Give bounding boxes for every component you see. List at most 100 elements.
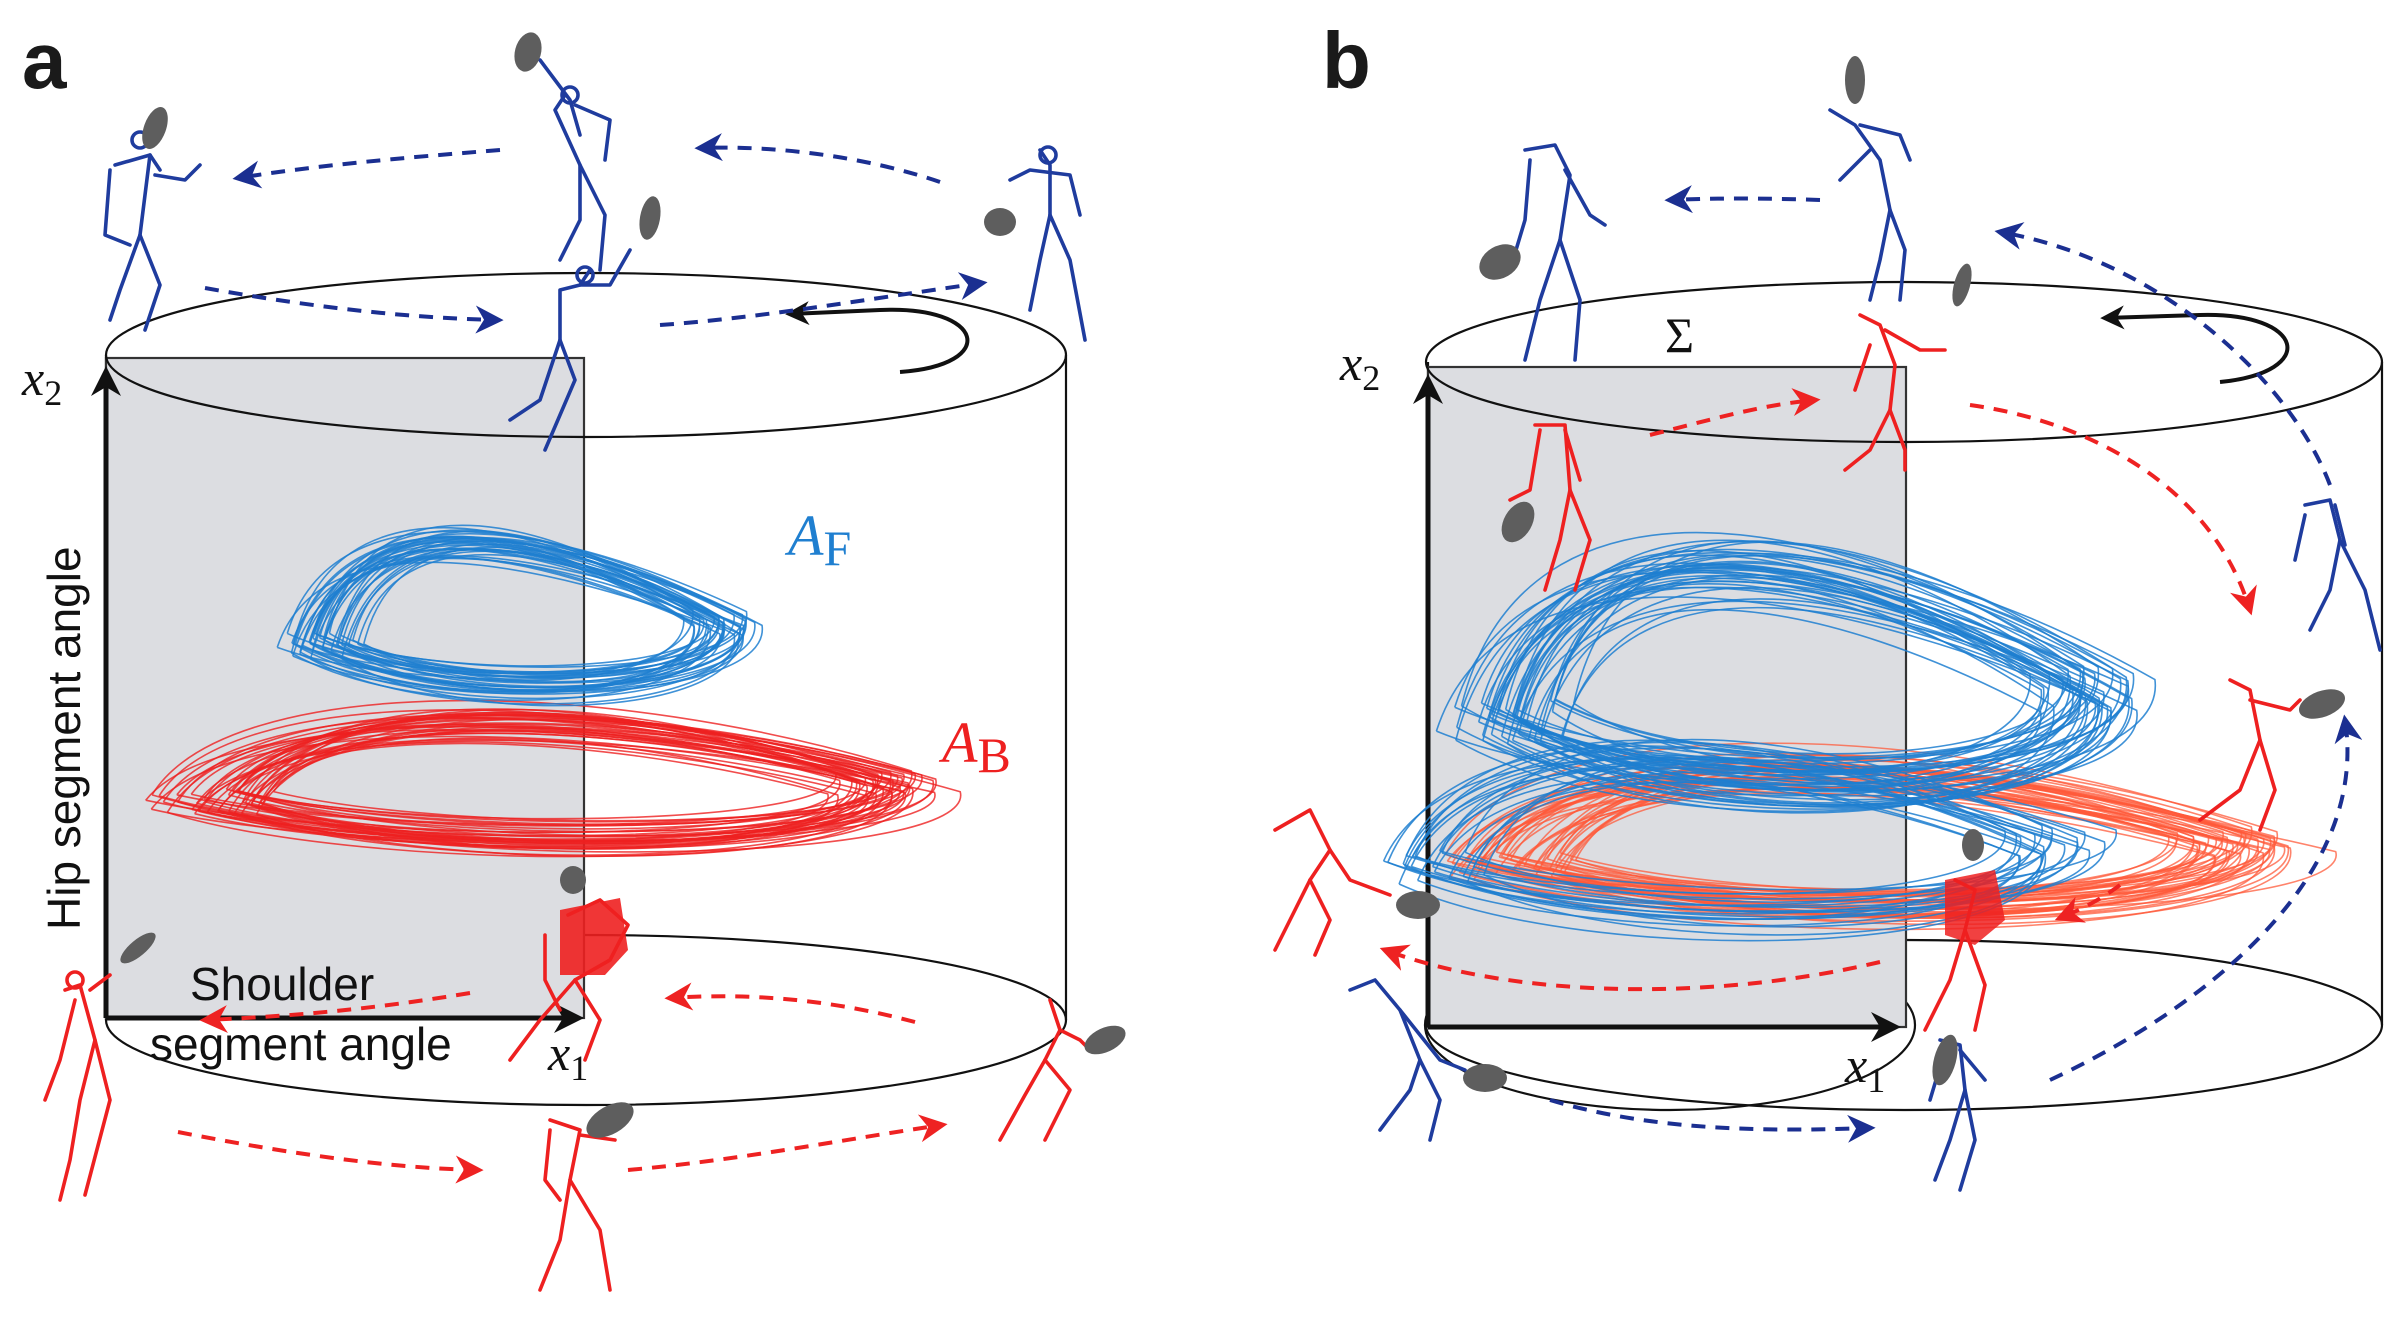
forehand-trajectory xyxy=(1491,586,2105,774)
racket-icon xyxy=(1932,1034,1958,1086)
transition-arrow xyxy=(2049,714,2363,1082)
backhand-trajectory xyxy=(272,726,899,822)
racket-icon xyxy=(514,32,542,72)
panel-b: b x2 x1 Σ xyxy=(1273,16,2384,1192)
forehand-trajectory xyxy=(1405,754,2086,900)
forehand-trajectory xyxy=(294,535,746,688)
stick-figure-player-icon xyxy=(1508,423,1592,592)
forehand-trajectory xyxy=(347,550,742,684)
forehand-trajectory xyxy=(1398,756,2046,942)
forehand-trajectory xyxy=(1431,761,2106,914)
player-torso-highlight xyxy=(560,898,628,975)
racket-icon xyxy=(1479,244,1521,280)
attractor-backhand-label: AB xyxy=(938,710,1011,783)
forehand-trajectory xyxy=(330,549,745,692)
stick-figure-player-icon xyxy=(1008,145,1087,342)
racket-icon xyxy=(1084,1025,1126,1055)
forehand-trajectory xyxy=(1515,540,2128,793)
backhand-trajectory xyxy=(176,714,894,844)
poincare-section-a xyxy=(104,356,586,1020)
forehand-trajectory xyxy=(1482,574,2103,810)
phase-space-cylinder-a xyxy=(104,271,1068,1107)
transition-arrow xyxy=(1664,185,1821,214)
forehand-trajectory xyxy=(1387,745,2036,915)
backhand-trajectory xyxy=(257,729,901,842)
attractor-trajectories-b xyxy=(1382,531,2337,942)
forehand-trajectory xyxy=(309,532,747,688)
transition-arrow xyxy=(627,1114,948,1172)
x1-label-b: x1 xyxy=(1844,1037,1885,1100)
transition-arrow xyxy=(659,272,988,327)
transition-arrow xyxy=(1969,403,2257,616)
forehand-trajectory xyxy=(1539,586,2112,806)
transition-arrow xyxy=(1649,388,1821,437)
racket-icon xyxy=(2299,689,2345,719)
racket-icon xyxy=(142,106,168,150)
transition-arrow xyxy=(232,148,501,189)
shoulder-label-line2: segment angle xyxy=(150,1018,452,1070)
transition-arrow xyxy=(1379,944,1881,992)
stick-figure-player-icon xyxy=(1508,143,1607,362)
forehand-trajectory xyxy=(1403,747,2078,920)
backhand-trajectory xyxy=(166,717,914,858)
transition-arrow xyxy=(204,286,504,334)
shoulder-label-line1: Shoulder xyxy=(190,958,374,1010)
transition-arrow xyxy=(694,133,941,184)
racket-icon xyxy=(1845,56,1865,104)
stick-figure-player-icon xyxy=(1828,108,1912,302)
stick-figure-player-icon xyxy=(998,998,1092,1142)
transition-arrow xyxy=(177,1130,484,1184)
forehand-trajectory xyxy=(290,536,712,701)
stick-figure-player-icon xyxy=(103,130,202,332)
forehand-trajectory xyxy=(1414,741,2053,907)
racket-icon xyxy=(639,196,661,240)
transition-arrow xyxy=(1549,1098,1876,1143)
forehand-trajectory xyxy=(322,540,695,692)
stick-figure-player-icon xyxy=(538,58,612,272)
forehand-trajectory xyxy=(1551,540,2084,784)
forehand-trajectory xyxy=(1455,569,2088,813)
forehand-trajectory xyxy=(1472,771,2066,909)
backhand-trajectory xyxy=(217,742,829,842)
backhand-trajectory xyxy=(203,724,841,834)
backhand-trajectory xyxy=(206,732,906,850)
forehand-trajectory xyxy=(286,530,748,675)
stick-figure-player-icon xyxy=(1273,808,1392,957)
forehand-trajectory xyxy=(352,548,720,676)
racket-icon xyxy=(560,866,586,894)
backhand-trajectory xyxy=(263,718,937,837)
x2-label-b: x2 xyxy=(1339,335,1380,398)
hip-segment-angle-label: Hip segment angle xyxy=(38,546,90,930)
stick-figure-player-icon xyxy=(1348,978,1467,1142)
stick-figure-player-icon xyxy=(538,1118,617,1292)
forehand-trajectory xyxy=(1439,758,2117,891)
player-torso-highlight xyxy=(1945,870,2005,945)
forehand-trajectory xyxy=(1539,562,2081,804)
racket-icon xyxy=(1396,891,1440,919)
stick-figure-player-icon xyxy=(2198,678,2302,832)
section-sigma-label: Σ xyxy=(1665,307,1694,363)
transition-arrow xyxy=(664,982,916,1024)
cylinder-top xyxy=(1424,280,2384,444)
x1-label-a: x1 xyxy=(547,1025,588,1088)
forehand-trajectory xyxy=(1481,569,2130,806)
panel-a-letter: a xyxy=(22,16,67,105)
stick-figure-player-icon xyxy=(2293,498,2382,652)
panel-a: a x2 x1 Hip segment angle Shoulder segme… xyxy=(21,16,1126,1292)
forehand-trajectory xyxy=(291,554,745,677)
racket-icon xyxy=(120,932,156,964)
stick-figure-player-icon xyxy=(1843,313,1947,472)
x2-label-a: x2 xyxy=(21,350,62,413)
forehand-trajectory xyxy=(1411,766,2052,895)
racket-icon xyxy=(1463,1064,1507,1092)
forehand-trajectory xyxy=(1466,763,2042,936)
forehand-trajectory xyxy=(1485,551,2135,774)
backhand-trajectory xyxy=(237,722,905,823)
backhand-trajectory xyxy=(238,714,892,827)
backhand-trajectory xyxy=(261,708,874,850)
backhand-trajectory xyxy=(227,717,884,856)
forehand-trajectory xyxy=(312,548,705,673)
racket-icon xyxy=(586,1102,634,1138)
forehand-trajectory xyxy=(340,539,724,688)
